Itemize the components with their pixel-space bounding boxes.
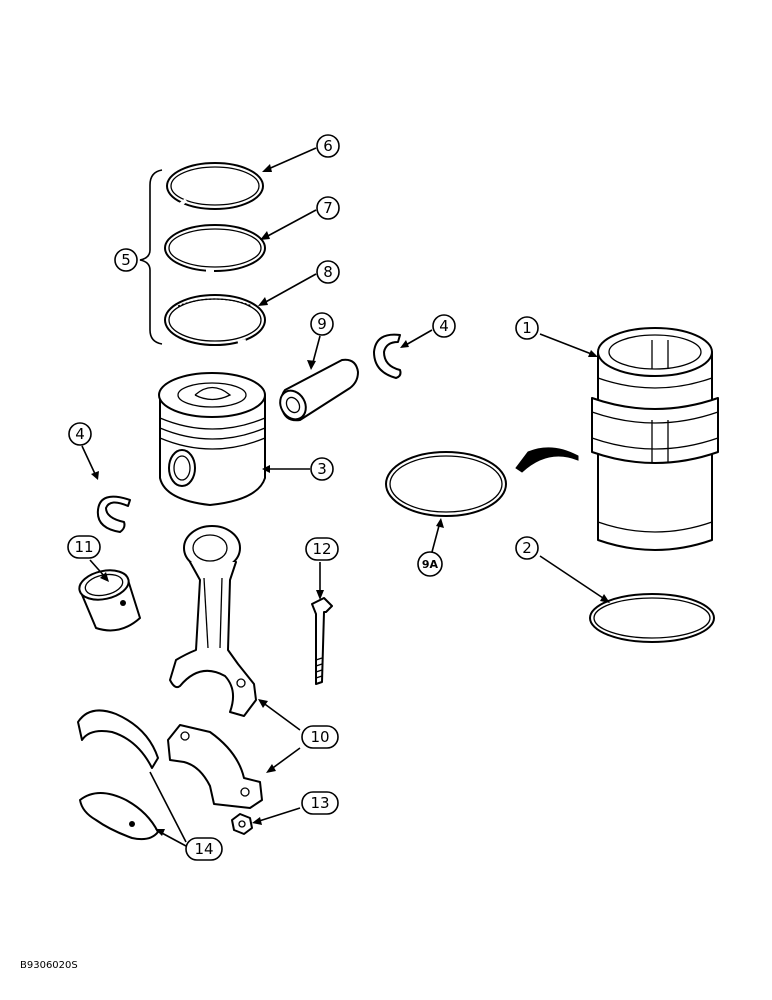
svg-text:10: 10 [310,728,329,746]
rod-nut [231,813,253,835]
piston [158,372,266,506]
callout-4-lower: 4 [68,422,92,446]
svg-text:4: 4 [75,425,85,443]
piston-pin-bushing [78,569,141,632]
svg-text:9: 9 [317,315,327,333]
callout-5: 5 [114,248,138,272]
svg-text:13: 13 [310,794,329,812]
callout-4-upper: 4 [432,314,456,338]
callout-8: 8 [316,260,340,284]
callout-12: 12 [305,537,339,561]
callout-3: 3 [310,457,334,481]
svg-text:8: 8 [323,263,333,281]
piston-pin [279,358,359,422]
svg-text:14: 14 [194,840,213,858]
rod-bearing-lower [79,792,159,841]
top-compression-ring [166,162,264,210]
svg-text:6: 6 [323,137,333,155]
liner-seal-ring [589,593,715,643]
rod-bolt [311,597,333,685]
cylinder-liner [591,327,719,551]
callout-1: 1 [515,316,539,340]
oil-control-ring [164,294,266,346]
callout-11: 11 [67,535,101,559]
svg-text:5: 5 [121,251,131,269]
callout-7: 7 [316,196,340,220]
ring-set-bracket [139,169,163,345]
connecting-rod-cap [167,724,263,809]
svg-text:12: 12 [312,540,331,558]
callout-10: 10 [301,725,339,749]
callout-2: 2 [515,536,539,560]
callout-9: 9 [310,312,334,336]
svg-text:7: 7 [323,199,333,217]
svg-text:11: 11 [74,538,93,556]
connecting-rod [169,525,257,717]
svg-text:4: 4 [439,317,449,335]
snap-ring-lower [96,495,131,533]
svg-text:1: 1 [522,319,532,337]
callout-9a: 9A [417,551,443,577]
svg-text:2: 2 [522,539,532,557]
callout-6: 6 [316,134,340,158]
reference-code: B9306020S [20,960,78,971]
callout-14: 14 [185,837,223,861]
svg-text:9A: 9A [422,558,439,571]
svg-text:3: 3 [317,460,327,478]
o-ring-9a [385,451,507,517]
install-arrow [515,447,579,473]
snap-ring-upper [373,333,402,379]
second-compression-ring [164,224,266,273]
leader-lines [81,147,610,847]
callout-13: 13 [301,791,339,815]
rod-bearing-upper [77,709,159,769]
